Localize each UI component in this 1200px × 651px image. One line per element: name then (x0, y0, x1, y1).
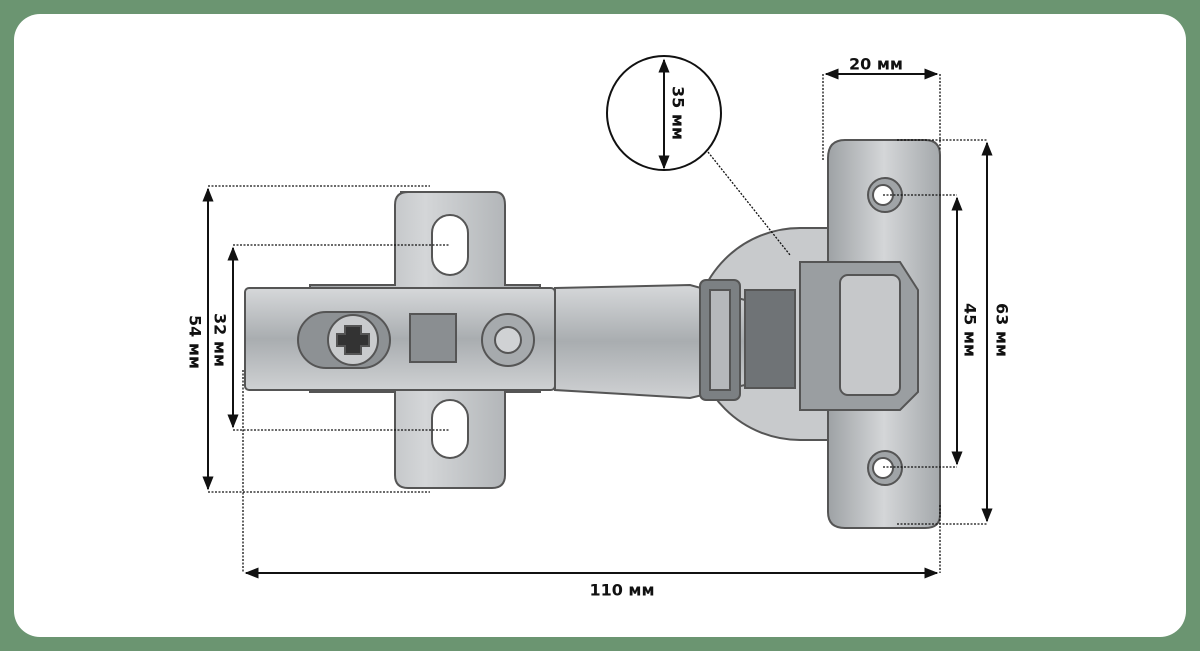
hinge-photo (244, 139, 941, 529)
plate-height-label: 63 мм (992, 303, 1012, 357)
dimension-lines (202, 55, 993, 579)
total-length-label: 110 мм (589, 580, 655, 600)
plate-width-label: 20 мм (849, 54, 903, 74)
mount-hole-spacing-label: 32 мм (210, 313, 230, 367)
cup-diameter-label: 35 мм (668, 86, 688, 140)
mount-height-label: 54 мм (185, 315, 205, 369)
hole-spacing-label: 45 мм (960, 303, 980, 357)
